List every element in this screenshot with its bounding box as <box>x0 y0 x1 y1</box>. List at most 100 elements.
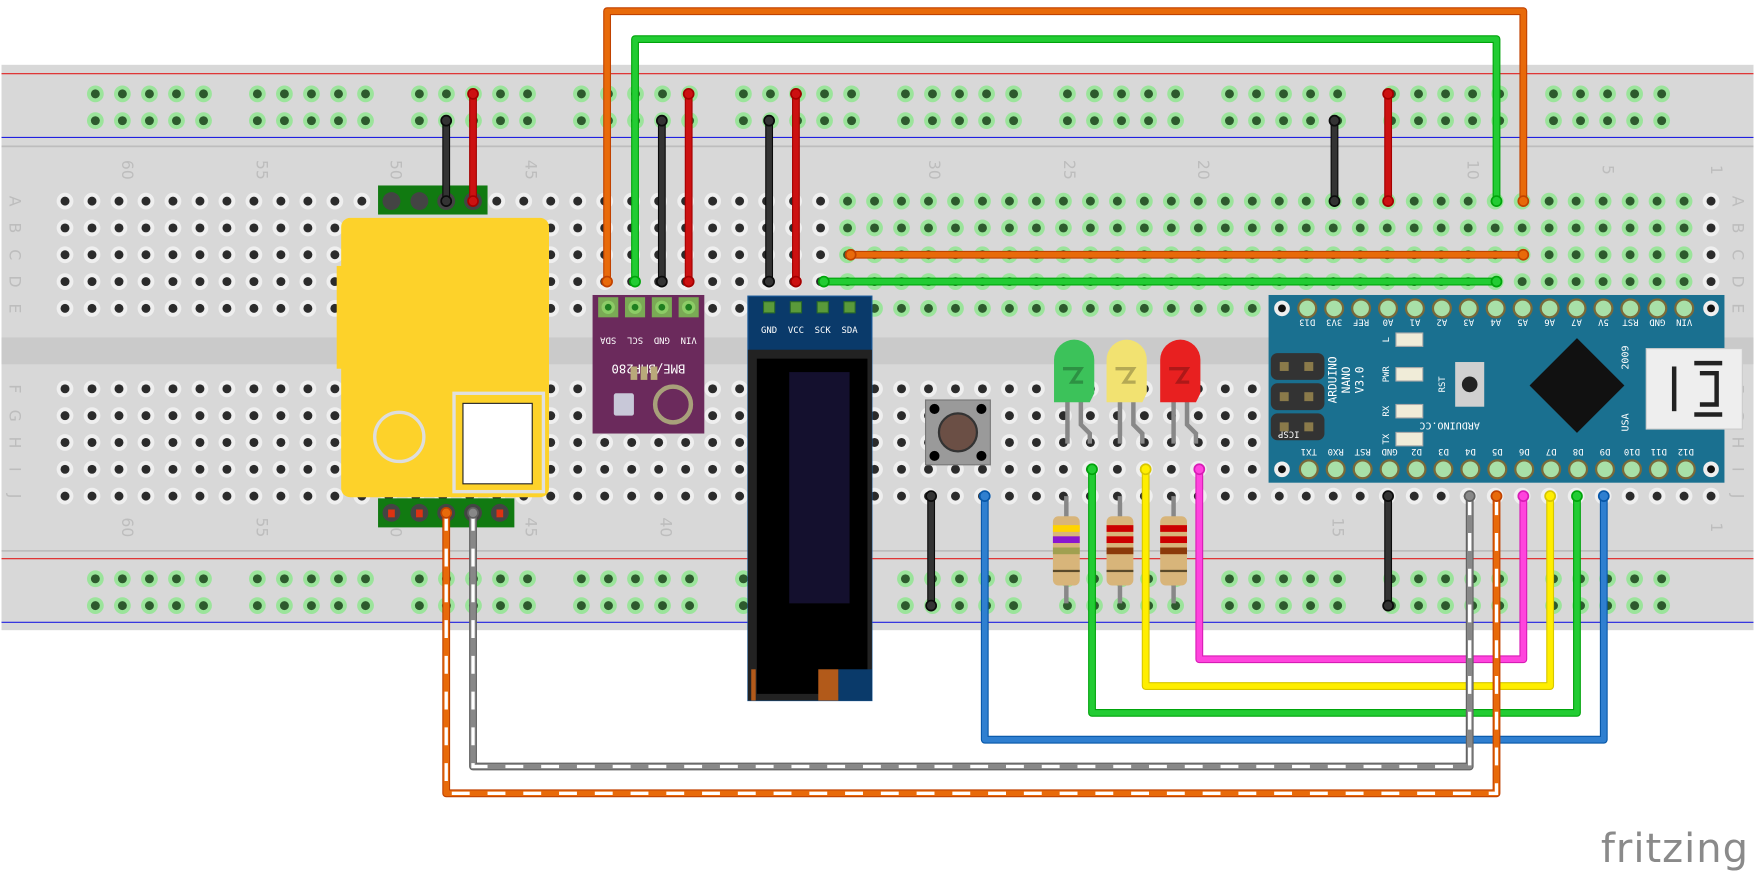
wire-end[interactable] <box>1597 490 1610 502</box>
arduino-pin[interactable] <box>1594 459 1616 480</box>
rail-hole-center <box>1657 601 1667 611</box>
arduino-pin[interactable] <box>1458 298 1479 319</box>
breadboard-hole-center <box>870 196 880 206</box>
wire-end[interactable] <box>763 114 775 127</box>
led-yellow[interactable] <box>1106 339 1147 403</box>
wire-end[interactable] <box>1490 490 1503 502</box>
led-green[interactable] <box>1054 339 1095 403</box>
arduino-pin[interactable] <box>1593 298 1614 319</box>
rail-hole-center <box>279 116 289 126</box>
arduino-pin[interactable] <box>1514 459 1535 480</box>
arduino-pin[interactable] <box>1512 298 1533 319</box>
wire-end[interactable] <box>1463 490 1476 502</box>
breadboard-hole-center <box>1247 303 1257 313</box>
wire-end[interactable] <box>601 275 613 288</box>
wire-end[interactable] <box>1328 195 1341 207</box>
breadboard-hole-center <box>114 384 124 394</box>
wire-end[interactable] <box>440 114 453 127</box>
wire-end[interactable] <box>467 195 479 207</box>
wire-end[interactable] <box>655 275 668 288</box>
wire-end[interactable] <box>818 275 830 288</box>
arduino-pin[interactable] <box>1647 298 1668 319</box>
wire-end[interactable] <box>1382 87 1394 100</box>
wire-end[interactable] <box>790 87 802 100</box>
rail-hole-center <box>252 116 262 126</box>
breadboard-hole-center <box>1598 277 1608 287</box>
rail-hole-center <box>1090 116 1099 126</box>
oled-pin[interactable] <box>816 301 829 314</box>
rail-hole-center <box>1009 116 1019 126</box>
wire-end[interactable] <box>1382 195 1394 207</box>
row-label: C <box>5 249 24 260</box>
arduino-pin[interactable] <box>1620 298 1641 319</box>
arduino-pin[interactable] <box>1487 459 1508 480</box>
arduino-pin[interactable] <box>1674 298 1695 319</box>
breadboard-hole-center <box>222 411 232 421</box>
wire-end[interactable] <box>1544 490 1557 502</box>
breadboard-hole-center <box>1706 277 1716 287</box>
wire-end[interactable] <box>1490 275 1503 288</box>
oled-pin[interactable] <box>843 301 856 314</box>
rail-hole-center <box>603 601 613 611</box>
arduino-pin[interactable] <box>1566 298 1587 319</box>
breadboard-hole-center <box>627 491 637 501</box>
wire-end[interactable] <box>790 275 802 288</box>
arduino-pin[interactable] <box>1351 298 1372 319</box>
arduino-pin[interactable] <box>1406 459 1427 480</box>
wire-end[interactable] <box>1490 195 1503 207</box>
wire-end[interactable] <box>1193 463 1206 476</box>
breadboard-hole-center <box>141 303 151 313</box>
arduino-pin[interactable] <box>1298 459 1319 480</box>
usb-mini-connector[interactable] <box>1645 348 1743 430</box>
wire-end[interactable] <box>763 275 775 288</box>
breadboard-hole-center <box>1274 223 1284 233</box>
arduino-pin[interactable] <box>1460 459 1481 480</box>
oled-pin[interactable] <box>789 301 803 314</box>
wire-end[interactable] <box>978 490 991 502</box>
wire-end[interactable] <box>1086 463 1098 476</box>
wire-end[interactable] <box>655 114 668 127</box>
bme280-module[interactable] <box>592 294 705 434</box>
wire-end[interactable] <box>1139 463 1152 476</box>
arduino-pin[interactable] <box>1621 459 1642 480</box>
arduino-pin[interactable] <box>1568 459 1589 480</box>
wire-end[interactable] <box>629 275 641 288</box>
bme280-label: BME/BMP280 <box>611 361 685 375</box>
wire-end[interactable] <box>1571 490 1583 502</box>
wire-end[interactable] <box>467 87 479 100</box>
arduino-pin[interactable] <box>1297 298 1318 319</box>
wire-end[interactable] <box>1517 490 1530 502</box>
arduino-pin[interactable] <box>1352 459 1373 480</box>
arduino-pin[interactable] <box>1675 459 1696 480</box>
oled-pin[interactable] <box>762 301 776 314</box>
wire-end[interactable] <box>1517 248 1530 261</box>
wire-end[interactable] <box>1517 195 1530 207</box>
wire-end[interactable] <box>925 599 937 612</box>
wire-end[interactable] <box>440 195 453 207</box>
wire-end[interactable] <box>925 490 937 502</box>
breadboard-hole-center <box>924 303 933 313</box>
arduino-pin[interactable] <box>1324 298 1345 319</box>
wire-end[interactable] <box>467 506 479 519</box>
breadboard-hole-center <box>1355 223 1365 233</box>
arduino-pin[interactable] <box>1325 459 1346 480</box>
arduino-pin[interactable] <box>1433 459 1454 480</box>
arduino-pin[interactable] <box>1431 298 1452 319</box>
arduino-pin[interactable] <box>1404 298 1425 319</box>
arduino-pin[interactable] <box>1648 459 1669 480</box>
arduino-pin[interactable] <box>1485 298 1506 319</box>
button-cap[interactable] <box>937 412 979 453</box>
led-red[interactable] <box>1160 339 1201 403</box>
arduino-pin[interactable] <box>1541 459 1562 480</box>
wire-end[interactable] <box>1382 599 1394 612</box>
arduino-pin[interactable] <box>1539 298 1560 319</box>
wire-end[interactable] <box>1328 114 1341 127</box>
arduino-pin[interactable] <box>1379 459 1400 480</box>
wire-end[interactable] <box>682 275 695 288</box>
wire-end[interactable] <box>844 248 857 261</box>
wire-end[interactable] <box>1382 490 1394 502</box>
arduino-pin[interactable] <box>1377 298 1399 319</box>
wire-end[interactable] <box>440 506 453 519</box>
wire-end[interactable] <box>682 87 695 100</box>
